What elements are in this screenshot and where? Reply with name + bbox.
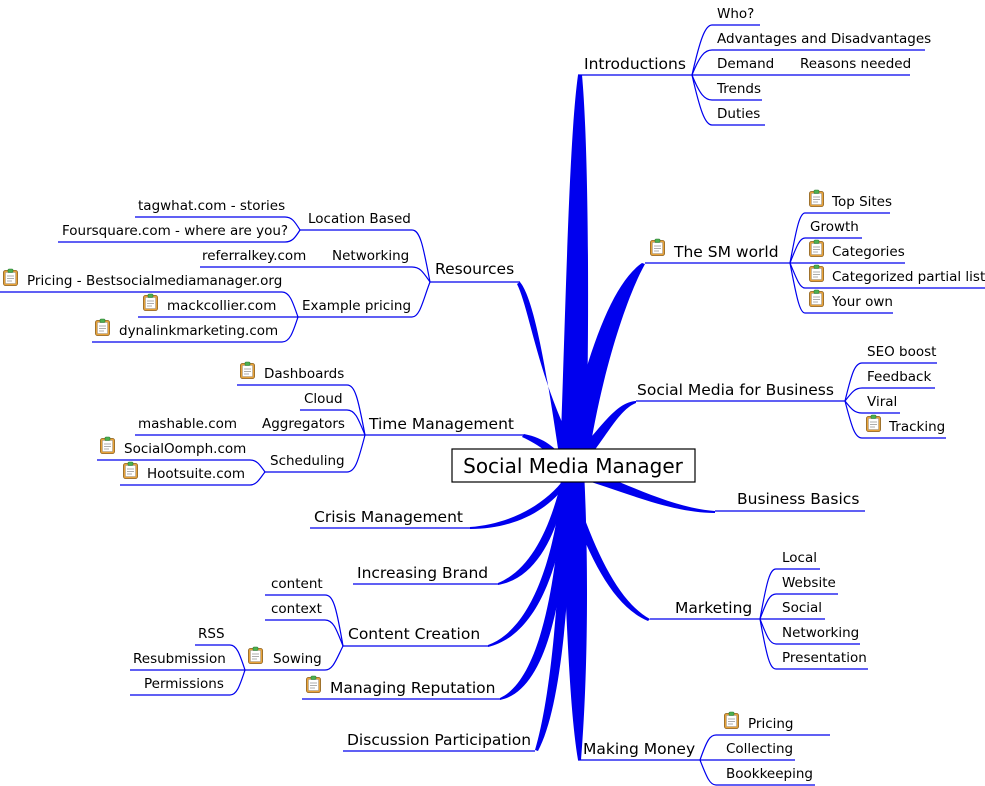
node-local[interactable]: Local bbox=[782, 550, 817, 566]
node-location-based[interactable]: Location Based bbox=[308, 211, 411, 227]
note-icon-socialoomph[interactable] bbox=[100, 436, 115, 454]
node-presentation[interactable]: Presentation bbox=[782, 650, 867, 666]
node-who[interactable]: Who? bbox=[717, 6, 754, 22]
node-reasons[interactable]: Reasons needed bbox=[800, 56, 911, 72]
node-feedback[interactable]: Feedback bbox=[867, 369, 931, 385]
node-content-creation[interactable]: Content Creation bbox=[348, 625, 480, 643]
node-mashable[interactable]: mashable.com bbox=[138, 416, 237, 432]
level2-labels: Who? Advantages and Disadvantages Demand… bbox=[27, 6, 985, 782]
note-icon-your-own[interactable] bbox=[809, 289, 824, 307]
node-cloud[interactable]: Cloud bbox=[304, 391, 343, 407]
node-cat-partial[interactable]: Categorized partial list bbox=[832, 269, 985, 285]
connectors bbox=[0, 24, 985, 786]
node-top-sites[interactable]: Top Sites bbox=[831, 194, 892, 210]
node-networking-r[interactable]: Networking bbox=[332, 248, 409, 264]
branch-sm-world bbox=[562, 263, 645, 462]
node-growth[interactable]: Growth bbox=[810, 219, 859, 235]
note-icon-dashboards[interactable] bbox=[240, 361, 255, 379]
note-icon-categories[interactable] bbox=[809, 239, 824, 257]
node-trends[interactable]: Trends bbox=[716, 81, 761, 97]
branch-discussion bbox=[535, 478, 572, 751]
node-mackcollier[interactable]: mackcollier.com bbox=[167, 298, 276, 314]
node-tagwhat[interactable]: tagwhat.com - stories bbox=[138, 198, 285, 214]
node-foursquare[interactable]: Foursquare.com - where are you? bbox=[62, 223, 288, 239]
node-demand[interactable]: Demand bbox=[717, 56, 774, 72]
note-icon-bestsmm[interactable] bbox=[3, 268, 18, 286]
level1-labels: Introductions The SM world Social Media … bbox=[314, 55, 859, 758]
main-branches bbox=[470, 75, 715, 760]
branch-resources bbox=[517, 282, 582, 462]
note-icon-tracking[interactable] bbox=[866, 414, 881, 432]
node-networking-m[interactable]: Networking bbox=[782, 625, 859, 641]
node-duties[interactable]: Duties bbox=[717, 106, 760, 122]
node-pricing-mm[interactable]: Pricing bbox=[748, 716, 794, 732]
node-making-money[interactable]: Making Money bbox=[583, 740, 695, 758]
node-tracking[interactable]: Tracking bbox=[888, 419, 945, 435]
node-dashboards[interactable]: Dashboards bbox=[264, 366, 344, 382]
node-social[interactable]: Social bbox=[782, 600, 822, 616]
note-icon-cat-partial[interactable] bbox=[809, 264, 824, 282]
node-scheduling[interactable]: Scheduling bbox=[270, 453, 345, 469]
node-smb[interactable]: Social Media for Business bbox=[637, 381, 834, 399]
node-example-pricing[interactable]: Example pricing bbox=[302, 298, 411, 314]
node-aggregators[interactable]: Aggregators bbox=[262, 416, 345, 432]
node-socialoomph[interactable]: SocialOomph.com bbox=[124, 441, 246, 457]
node-resources[interactable]: Resources bbox=[435, 260, 514, 278]
node-resubmission[interactable]: Resubmission bbox=[133, 651, 226, 667]
node-your-own[interactable]: Your own bbox=[831, 294, 893, 310]
note-icon-mackcollier[interactable] bbox=[143, 293, 158, 311]
node-dynalink[interactable]: dynalinkmarketing.com bbox=[119, 323, 278, 339]
node-marketing[interactable]: Marketing bbox=[675, 599, 752, 617]
note-icon-hootsuite[interactable] bbox=[123, 461, 138, 479]
branch-crisis bbox=[470, 478, 568, 529]
node-crisis[interactable]: Crisis Management bbox=[314, 508, 463, 526]
node-sm-world[interactable]: The SM world bbox=[673, 243, 779, 261]
node-collecting[interactable]: Collecting bbox=[726, 741, 793, 757]
root-title: Social Media Manager bbox=[463, 454, 684, 478]
node-time-mgmt[interactable]: Time Management bbox=[368, 415, 514, 433]
node-sowing[interactable]: Sowing bbox=[273, 651, 322, 667]
node-referralkey[interactable]: referralkey.com bbox=[202, 248, 306, 264]
note-icon-pricing[interactable] bbox=[724, 711, 739, 729]
note-icon-sowing[interactable] bbox=[248, 646, 263, 664]
note-icon-top-sites[interactable] bbox=[809, 189, 824, 207]
note-icon-dynalink[interactable] bbox=[95, 318, 110, 336]
node-business-basics[interactable]: Business Basics bbox=[737, 490, 859, 508]
note-icon-managing-rep[interactable] bbox=[306, 675, 321, 693]
node-increasing-brand[interactable]: Increasing Brand bbox=[357, 564, 488, 582]
branch-introductions bbox=[560, 75, 589, 462]
node-permissions[interactable]: Permissions bbox=[144, 676, 224, 692]
node-bestsmm[interactable]: Pricing - Bestsocialmediamanager.org bbox=[27, 273, 282, 289]
node-introductions[interactable]: Introductions bbox=[584, 55, 686, 73]
node-discussion[interactable]: Discussion Participation bbox=[347, 731, 531, 749]
node-managing-rep[interactable]: Managing Reputation bbox=[330, 679, 495, 697]
node-seo[interactable]: SEO boost bbox=[867, 344, 936, 360]
root-node[interactable]: Social Media Manager bbox=[451, 448, 696, 483]
node-categories[interactable]: Categories bbox=[832, 244, 905, 260]
node-adv[interactable]: Advantages and Disadvantages bbox=[717, 31, 931, 47]
node-viral[interactable]: Viral bbox=[867, 394, 897, 410]
node-website[interactable]: Website bbox=[782, 575, 836, 591]
node-content[interactable]: content bbox=[271, 576, 323, 592]
note-icon-sm-world[interactable] bbox=[650, 238, 665, 256]
node-hootsuite[interactable]: Hootsuite.com bbox=[147, 466, 245, 482]
node-rss[interactable]: RSS bbox=[198, 626, 225, 642]
node-bookkeeping[interactable]: Bookkeeping bbox=[726, 766, 813, 782]
node-context[interactable]: context bbox=[271, 601, 322, 617]
